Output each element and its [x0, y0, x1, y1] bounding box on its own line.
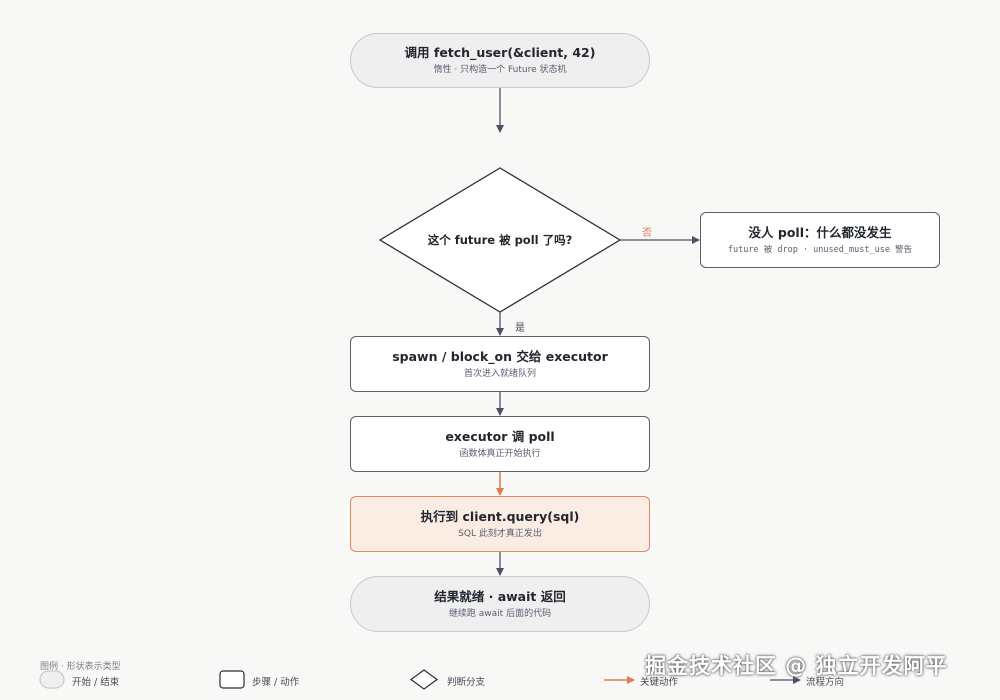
query-subtitle: SQL 此刻才真正发出	[458, 528, 542, 539]
done-title: 结果就绪 · await 返回	[434, 588, 566, 604]
spawn-subtitle: 首次进入就绪队列	[463, 368, 536, 379]
legend-process-label: 步骤 / 动作	[252, 677, 300, 688]
done-node: 结果就绪 · await 返回 继续跑 await 后面的代码	[350, 576, 650, 632]
poll-node: executor 调 poll 函数体真正开始执行	[350, 416, 650, 472]
decision-title: 这个 future 被 poll 了吗?	[427, 233, 573, 247]
legend-terminal-label: 开始 / 结束	[72, 677, 120, 688]
nobody-subtitle: future 被 drop · unused_must_use 警告	[727, 244, 913, 255]
legend-flow-label: 流程方向	[806, 677, 845, 688]
nobody-node: 没人 poll：什么都没发生 future 被 drop · unused_mu…	[700, 212, 940, 268]
legend-terminal-shape	[39, 670, 65, 689]
legend-decision-label: 判断分支	[447, 677, 486, 688]
start-title: 调用 fetch_user(&client, 42)	[404, 45, 596, 60]
edge-no-label: 否	[642, 228, 652, 239]
legend-key-label: 关键动作	[640, 677, 679, 688]
watermark: 掘金技术社区 @ 独立开发阿平	[645, 654, 948, 678]
poll-subtitle: 函数体真正开始执行	[459, 448, 541, 459]
legend-title: 图例 · 形状表示类型	[40, 662, 121, 672]
nobody-title: 没人 poll：什么都没发生	[748, 224, 892, 240]
poll-title: executor 调 poll	[445, 428, 555, 444]
spawn-node: spawn / block_on 交给 executor 首次进入就绪队列	[350, 336, 650, 392]
start-subtitle: 惰性 · 只构造一个 Future 状态机	[433, 65, 567, 75]
done-subtitle: 继续跑 await 后面的代码	[448, 608, 552, 619]
legend-process-shape	[219, 670, 245, 689]
spawn-title: spawn / block_on 交给 executor	[392, 348, 608, 364]
start-node: 调用 fetch_user(&client, 42) 惰性 · 只构造一个 Fu…	[350, 33, 650, 88]
decision-node: 这个 future 被 poll 了吗?	[400, 226, 600, 254]
query-node: 执行到 client.query(sql) SQL 此刻才真正发出	[350, 496, 650, 552]
edge-yes-label: 是	[515, 323, 525, 334]
legend-decision-shape	[409, 669, 439, 690]
query-title: 执行到 client.query(sql)	[420, 508, 580, 524]
